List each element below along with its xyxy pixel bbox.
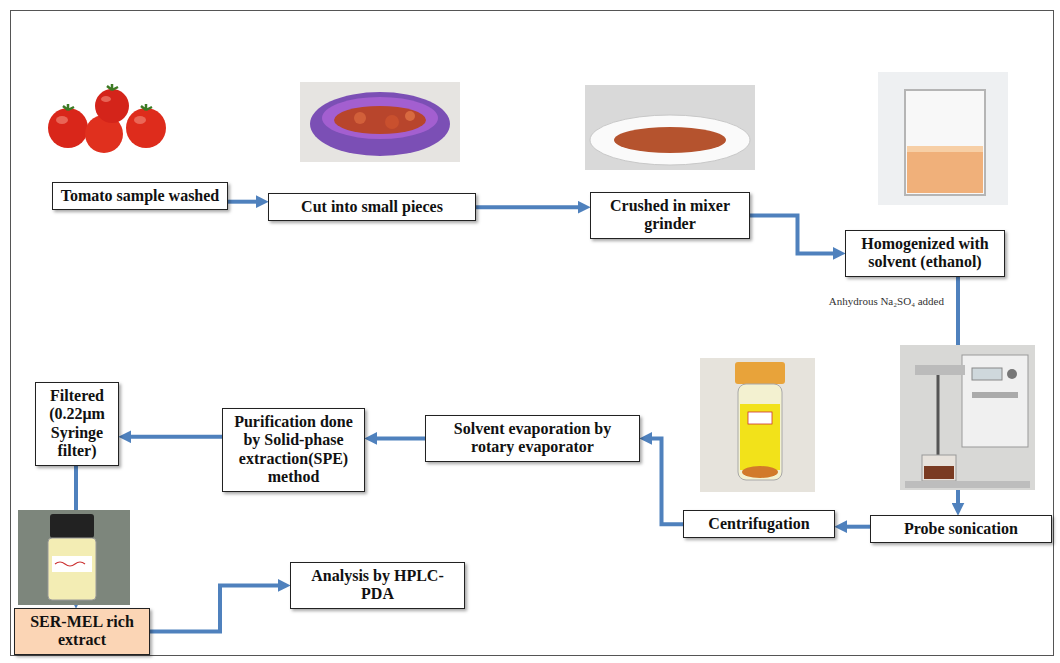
process-box: SER-MEL rich extract [14,608,150,655]
vial-photo [18,510,130,605]
step-label: Solvent evaporation by rotary evaporator [432,420,633,457]
process-box: Homogenized with solvent (ethanol) [845,230,1005,277]
process-box: Cut into small pieces [268,193,476,221]
flow-arrow [476,205,582,209]
cut-pieces-photo [300,82,460,162]
process-box: Crushed in mixer grinder [590,192,750,239]
step-label: Probe sonication [877,520,1045,538]
flow-arrow [228,200,260,204]
process-box: Analysis by HPLC-PDA [290,562,465,609]
process-box: Tomato sample washed [52,182,228,210]
step-label: Tomato sample washed [59,187,221,205]
frame [11,11,1054,656]
flow-arrow [648,438,683,524]
step-label: Purification done by Solid-phase extract… [229,413,358,487]
edge-label: Anhydrous Na₂SO₄ added [827,295,946,307]
tomato-photo [38,82,178,154]
process-box: Solvent evaporation by rotary evaporator [425,415,640,462]
flow-arrow [127,435,222,439]
process-box: Probe sonication [870,515,1052,543]
process-box: Purification done by Solid-phase extract… [222,408,365,492]
beaker-photo [878,72,1008,205]
flow-arrow [373,436,425,440]
step-label: Cut into small pieces [275,198,469,216]
flow-arrow [750,215,837,253]
centrifuge-tube-photo [700,358,815,492]
process-box: Centrifugation [683,510,835,538]
step-label: Filtered (0.22μm Syringe filter) [42,387,112,461]
step-label: SER-MEL rich extract [21,613,143,650]
crushed-photo [585,85,755,170]
flow-arrow [150,585,282,631]
flow-arrow [843,525,870,529]
step-label: Analysis by HPLC-PDA [297,567,458,604]
step-label: Homogenized with solvent (ethanol) [852,235,998,272]
step-label: Centrifugation [690,515,828,533]
step-label: Crushed in mixer grinder [597,197,743,234]
process-box: Filtered (0.22μm Syringe filter) [35,382,119,466]
sonicator-photo [900,345,1035,490]
